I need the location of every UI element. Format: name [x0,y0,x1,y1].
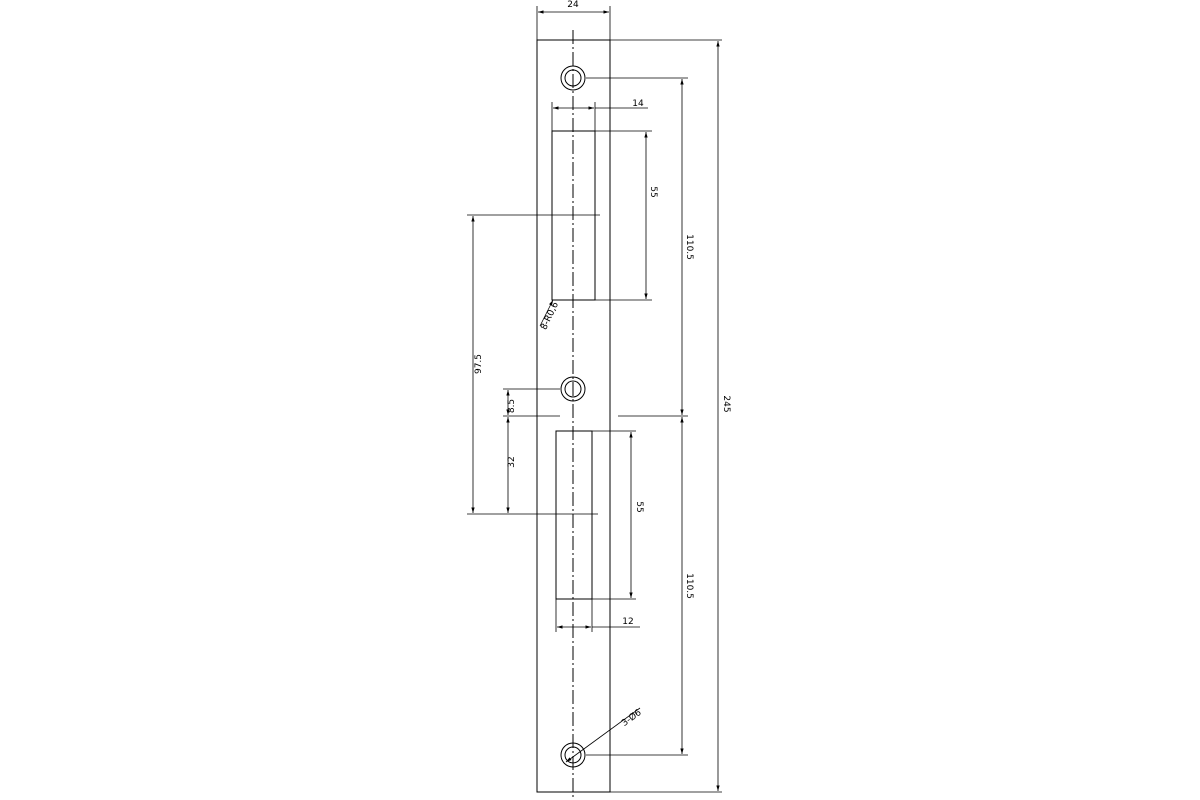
dim-slot-top-width [551,102,648,131]
hole-bottom [560,742,586,768]
dim-slot-top-height-label: 55 [648,186,658,197]
dim-plate-width [536,6,611,40]
dim-slot-offset-label: 97.5 [474,354,484,374]
dim-slot-bottom-width-label: 12 [622,617,633,627]
slot-bottom [555,430,593,600]
dim-hole-spacing-bottom-label: 110.5 [684,573,694,599]
callout-bottom-leader [565,707,641,763]
dim-hole-spacing-bottom [586,417,688,756]
dim-hole-to-ref [503,388,560,417]
dim-overall-length [610,39,722,793]
dim-hole-to-ref-label: 8.5 [507,399,517,413]
callout-top-label: 8-R0,6 [539,300,561,331]
slot-top [551,130,596,301]
callout-top-leader [539,299,554,327]
hole-top [560,65,586,91]
callout-bottom-label: 3-Ø6 [619,707,643,729]
dim-hole-spacing-top [586,77,688,417]
dim-slot-offset [467,214,600,515]
dim-hole-spacing-top-label: 110.5 [684,234,694,260]
dim-ref-to-mid-label: 32 [507,456,517,467]
dim-slot-bottom-height-label: 55 [634,501,644,512]
dim-slot-top-height [595,130,652,301]
dim-plate-width-label: 24 [567,0,579,10]
dim-overall-length-label: 245 [721,395,731,412]
dim-slot-bottom-height [592,430,636,600]
hole-middle [560,376,586,402]
dim-slot-bottom-width [555,599,640,632]
dim-slot-top-width-label: 14 [632,99,644,109]
